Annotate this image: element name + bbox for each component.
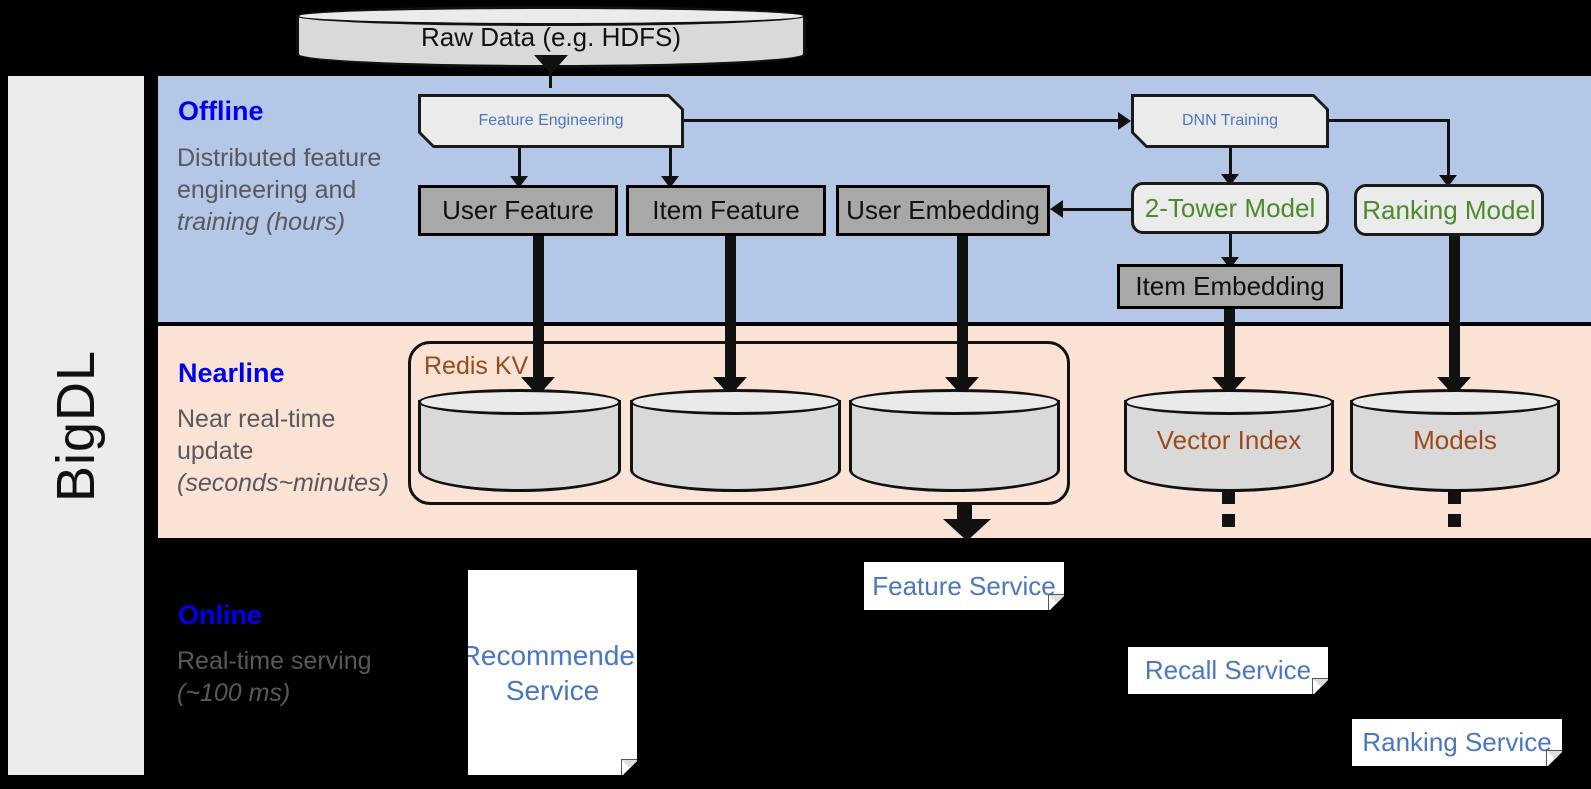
two-tower-model-label: 2-Tower Model <box>1144 192 1316 223</box>
recall-service-label: Recall Service <box>1144 655 1312 686</box>
edge-2tower-userembedding-arrow <box>1050 200 1063 218</box>
redis-kv-label: Redis KV <box>424 352 529 380</box>
user-feature-label: User Feature <box>442 195 594 225</box>
edge-rawdata-fe <box>549 68 552 88</box>
edge-rankingmodel-models <box>1449 236 1460 383</box>
ranking-model-label: Ranking Model <box>1362 194 1536 225</box>
raw-data-cylinder: Raw Data (e.g. HDFS) <box>296 6 806 68</box>
edge-vectorindex-recall-dash1 <box>1222 491 1235 504</box>
edge-rawdata-fe-arrow <box>534 55 568 74</box>
item-embedding-label: Item Embedding <box>1135 271 1325 301</box>
nearline-title: Nearline <box>178 358 285 388</box>
cylinder-body <box>630 400 841 492</box>
cylinder-body <box>418 400 621 492</box>
edge-redis-featureservice-stub <box>957 505 972 522</box>
edge-userembedding-store <box>957 236 968 383</box>
online-title: Online <box>178 600 263 630</box>
node-item-feature[interactable]: Item Feature <box>626 185 826 236</box>
cylinder-body <box>849 400 1060 492</box>
recommender-service-label: Recommender Service <box>460 639 645 706</box>
nearline-description: Near real-time update (seconds~minutes) <box>177 405 389 497</box>
edge-2tower-itememb <box>1229 234 1232 259</box>
edge-fe-userfeature <box>518 148 521 178</box>
cylinder-top <box>630 389 841 415</box>
bigdl-label: BigDL <box>46 349 107 502</box>
cylinder-top <box>296 6 806 26</box>
cylinder-top <box>1350 389 1560 415</box>
dnn-training-label: DNN Training <box>1134 97 1326 145</box>
node-recall-service[interactable]: Recall Service <box>1128 647 1328 694</box>
edge-itemembedding-vectorindex <box>1224 309 1235 383</box>
online-description: Real-time serving (~100 ms) <box>177 647 372 707</box>
cylinder-top <box>418 389 621 415</box>
edge-models-ranking-dash2 <box>1448 514 1461 527</box>
ranking-service-label: Ranking Service <box>1362 727 1552 758</box>
edge-models-ranking-dash1 <box>1448 491 1461 504</box>
store-item-feature-label <box>630 389 841 492</box>
node-ranking-service[interactable]: Ranking Service <box>1352 719 1562 766</box>
store-item-feature-cylinder[interactable] <box>630 389 841 492</box>
edge-itemfeature-store <box>725 236 736 383</box>
redis-kv-container <box>408 341 1070 505</box>
node-dnn-training[interactable]: DNN Training <box>1131 94 1329 148</box>
cylinder-body <box>1124 400 1334 492</box>
offline-description: Distributed feature engineering and trai… <box>177 144 382 236</box>
store-user-feature-cylinder[interactable] <box>418 389 621 492</box>
edge-dnn-ranking-h <box>1329 119 1450 122</box>
feature-service-label: Feature Service <box>872 570 1056 601</box>
node-user-embedding[interactable]: User Embedding <box>836 185 1050 236</box>
node-item-embedding[interactable]: Item Embedding <box>1117 264 1343 309</box>
edge-vectorindex-recall-dash2 <box>1222 514 1235 527</box>
cylinder-top <box>849 389 1060 415</box>
item-feature-label: Item Feature <box>652 195 800 225</box>
cylinder-top <box>1124 389 1334 415</box>
models-cylinder[interactable]: Models <box>1350 389 1560 492</box>
feature-engineering-label: Feature Engineering <box>421 97 681 145</box>
node-2-tower-model[interactable]: 2-Tower Model <box>1131 182 1329 234</box>
raw-data-label: Raw Data (e.g. HDFS) <box>420 21 682 52</box>
vector-index-cylinder[interactable]: Vector Index <box>1124 389 1334 492</box>
edge-dnn-2tower <box>1229 148 1232 176</box>
bigdl-framework-rail: BigDL <box>8 76 144 775</box>
node-user-feature[interactable]: User Feature <box>418 185 618 236</box>
offline-title: Offline <box>178 96 264 126</box>
vector-index-label: Vector Index <box>1156 425 1302 455</box>
cylinder-body <box>1350 400 1560 492</box>
node-feature-service[interactable]: Feature Service <box>864 562 1064 610</box>
edge-userfeature-store <box>533 236 544 383</box>
edge-fe-dnn-arrow <box>1118 112 1131 130</box>
user-embedding-label: User Embedding <box>846 195 1040 225</box>
store-user-feature-label <box>418 389 621 492</box>
edge-fe-itemfeature <box>669 148 672 178</box>
edge-redis-featureservice-arrow <box>943 519 991 541</box>
store-user-embedding-label <box>849 389 1060 492</box>
edge-fe-dnn <box>684 119 1118 122</box>
node-recommender-service[interactable]: Recommender Service <box>468 570 637 775</box>
edge-2tower-userembedding <box>1063 208 1133 211</box>
node-ranking-model[interactable]: Ranking Model <box>1354 184 1544 236</box>
store-user-embedding-cylinder[interactable] <box>849 389 1060 492</box>
edge-dnn-ranking-v <box>1447 119 1450 177</box>
models-label: Models <box>1413 425 1497 455</box>
node-feature-engineering[interactable]: Feature Engineering <box>418 94 684 148</box>
